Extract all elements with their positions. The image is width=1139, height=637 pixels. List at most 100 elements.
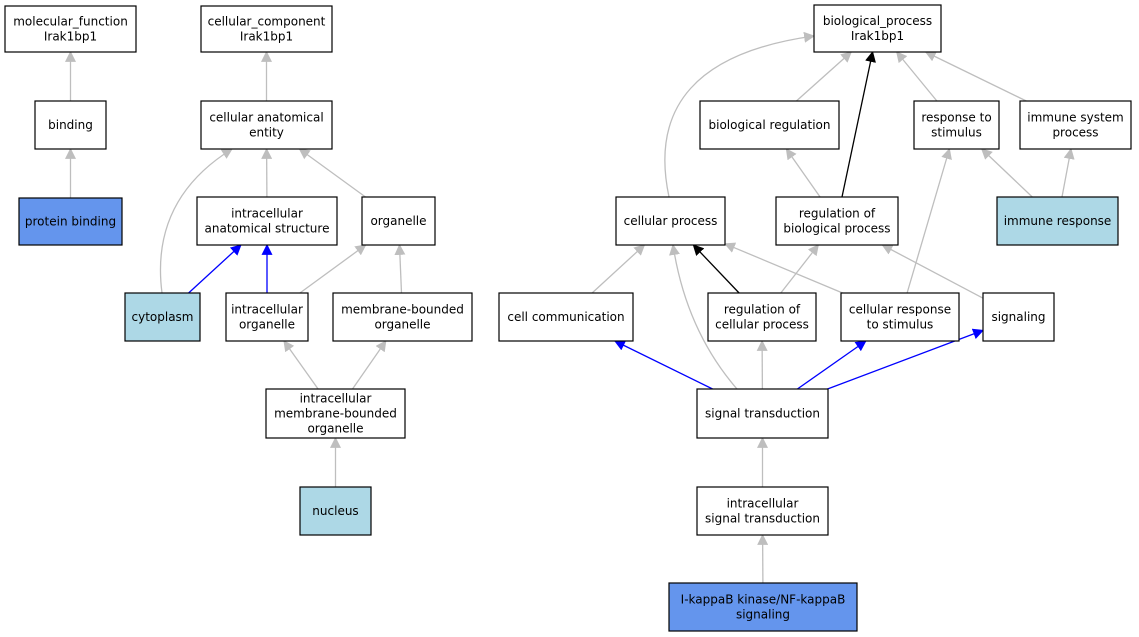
node-label-line: cytoplasm [132, 310, 194, 324]
node-box [34, 100, 107, 150]
node-signaling[interactable]: signaling [982, 292, 1055, 342]
node-label-line: nucleus [312, 504, 358, 518]
node-label-line: intracellular [300, 392, 372, 406]
node-box [696, 486, 829, 536]
edge-membrane-bounded-organelle-to-organelle [394, 243, 406, 294]
node-box [225, 292, 309, 342]
node-box [265, 388, 406, 439]
edge-signaling-to-regulation-of-biological-process [881, 244, 984, 299]
node-label-line: cellular response [849, 303, 951, 317]
node-label-line: immune response [1004, 214, 1112, 228]
edge-immune-system-process-to-biological-process [924, 51, 1027, 102]
node-label-line: stimulus [931, 126, 982, 140]
node-box [332, 292, 473, 342]
node-protein-binding[interactable]: protein binding [18, 197, 123, 246]
node-box [982, 292, 1055, 342]
node-box [696, 388, 829, 439]
edge-organelle-to-cellular-anatomical-entity [298, 148, 366, 198]
edge-cytoplasm-to-intracellular-anatomical-structure [188, 244, 242, 294]
node-label-line: I-kappaB kinase/NF-kappaB [681, 593, 846, 607]
node-label-line: Irak1bp1 [44, 30, 97, 44]
node-label-line: regulation of [799, 207, 876, 221]
node-label-line: to stimulus [867, 318, 934, 332]
edge-immune-response-to-response-to-stimulus [981, 148, 1033, 198]
node-label-line: intracellular [231, 303, 303, 317]
node-signal-transduction[interactable]: signal transduction [696, 388, 829, 439]
node-label-line: signaling [736, 608, 790, 622]
node-label-line: intracellular [231, 207, 303, 221]
edges-layer [65, 31, 1075, 584]
node-label-line: cellular anatomical [209, 111, 323, 125]
edge-regulation-of-biological-process-to-biological-regulation [785, 148, 821, 198]
node-label-line: anatomical structure [205, 222, 330, 236]
node-label-line: cellular process [715, 318, 809, 332]
edge-intracellular-membrane-bounded-organelle-to-membrane-bounded-organelle [351, 340, 387, 390]
node-label-line: organelle [370, 214, 426, 228]
node-label-line: process [1052, 126, 1098, 140]
node-biological-regulation[interactable]: biological regulation [699, 100, 840, 150]
node-label-line: organelle [239, 318, 295, 332]
nodes-layer: molecular_functionIrak1bp1bindingprotein… [4, 4, 1132, 632]
node-box [668, 582, 858, 632]
node-nucleus[interactable]: nucleus [299, 486, 372, 536]
node-label-line: Irak1bp1 [851, 29, 904, 43]
edge-signal-transduction-to-cellular-response-to-stimulus [797, 340, 867, 390]
node-label-line: entity [249, 126, 284, 140]
node-organelle[interactable]: organelle [361, 196, 436, 246]
node-label-line: cellular process [624, 214, 718, 228]
node-immune-response[interactable]: immune response [996, 196, 1119, 246]
edge-regulation-of-cellular-process-to-regulation-of-biological-process [780, 244, 819, 294]
edge-intracellular-membrane-bounded-organelle-to-intracellular-organelle [283, 340, 319, 390]
node-box [913, 100, 1000, 150]
node-label-line: biological_process [823, 14, 932, 28]
node-box [200, 100, 333, 150]
edge-regulation-of-biological-process-to-biological-process [841, 50, 876, 198]
node-box [498, 292, 634, 342]
edge-cell-communication-to-cellular-process [591, 244, 646, 294]
node-label-line: membrane-bounded [274, 407, 397, 421]
node-label-line: biological process [783, 222, 890, 236]
node-label-line: signaling [991, 310, 1045, 324]
node-box [840, 292, 960, 342]
node-cellular-process[interactable]: cellular process [615, 196, 726, 246]
edge-cytoplasm-to-cellular-anatomical-entity [159, 148, 233, 294]
edge-signal-transduction-to-cell-communication [613, 340, 713, 390]
edge-signal-transduction-to-cellular-process [669, 243, 738, 390]
node-box [299, 486, 372, 536]
node-box [124, 292, 201, 342]
node-label-line: biological regulation [709, 118, 831, 132]
edge-response-to-stimulus-to-biological-process [896, 51, 938, 102]
node-box [196, 196, 338, 246]
edge-regulation-of-cellular-process-to-cellular-process [692, 244, 740, 294]
node-cell-communication[interactable]: cell communication [498, 292, 634, 342]
node-binding[interactable]: binding [34, 100, 107, 150]
node-label-line: cell communication [507, 310, 624, 324]
node-cytoplasm[interactable]: cytoplasm [124, 292, 201, 342]
node-box [1019, 100, 1132, 150]
edge-immune-response-to-immune-system-process [1061, 147, 1075, 198]
node-box [18, 197, 123, 246]
node-label-line: organelle [307, 422, 363, 436]
node-box [996, 196, 1119, 246]
node-label-line: immune system [1027, 111, 1124, 125]
node-label-line: response to [921, 111, 991, 125]
node-label-line: signal transduction [705, 407, 820, 421]
node-label-line: molecular_function [13, 15, 128, 29]
edge-cellular-response-to-stimulus-to-response-to-stimulus [906, 147, 952, 294]
